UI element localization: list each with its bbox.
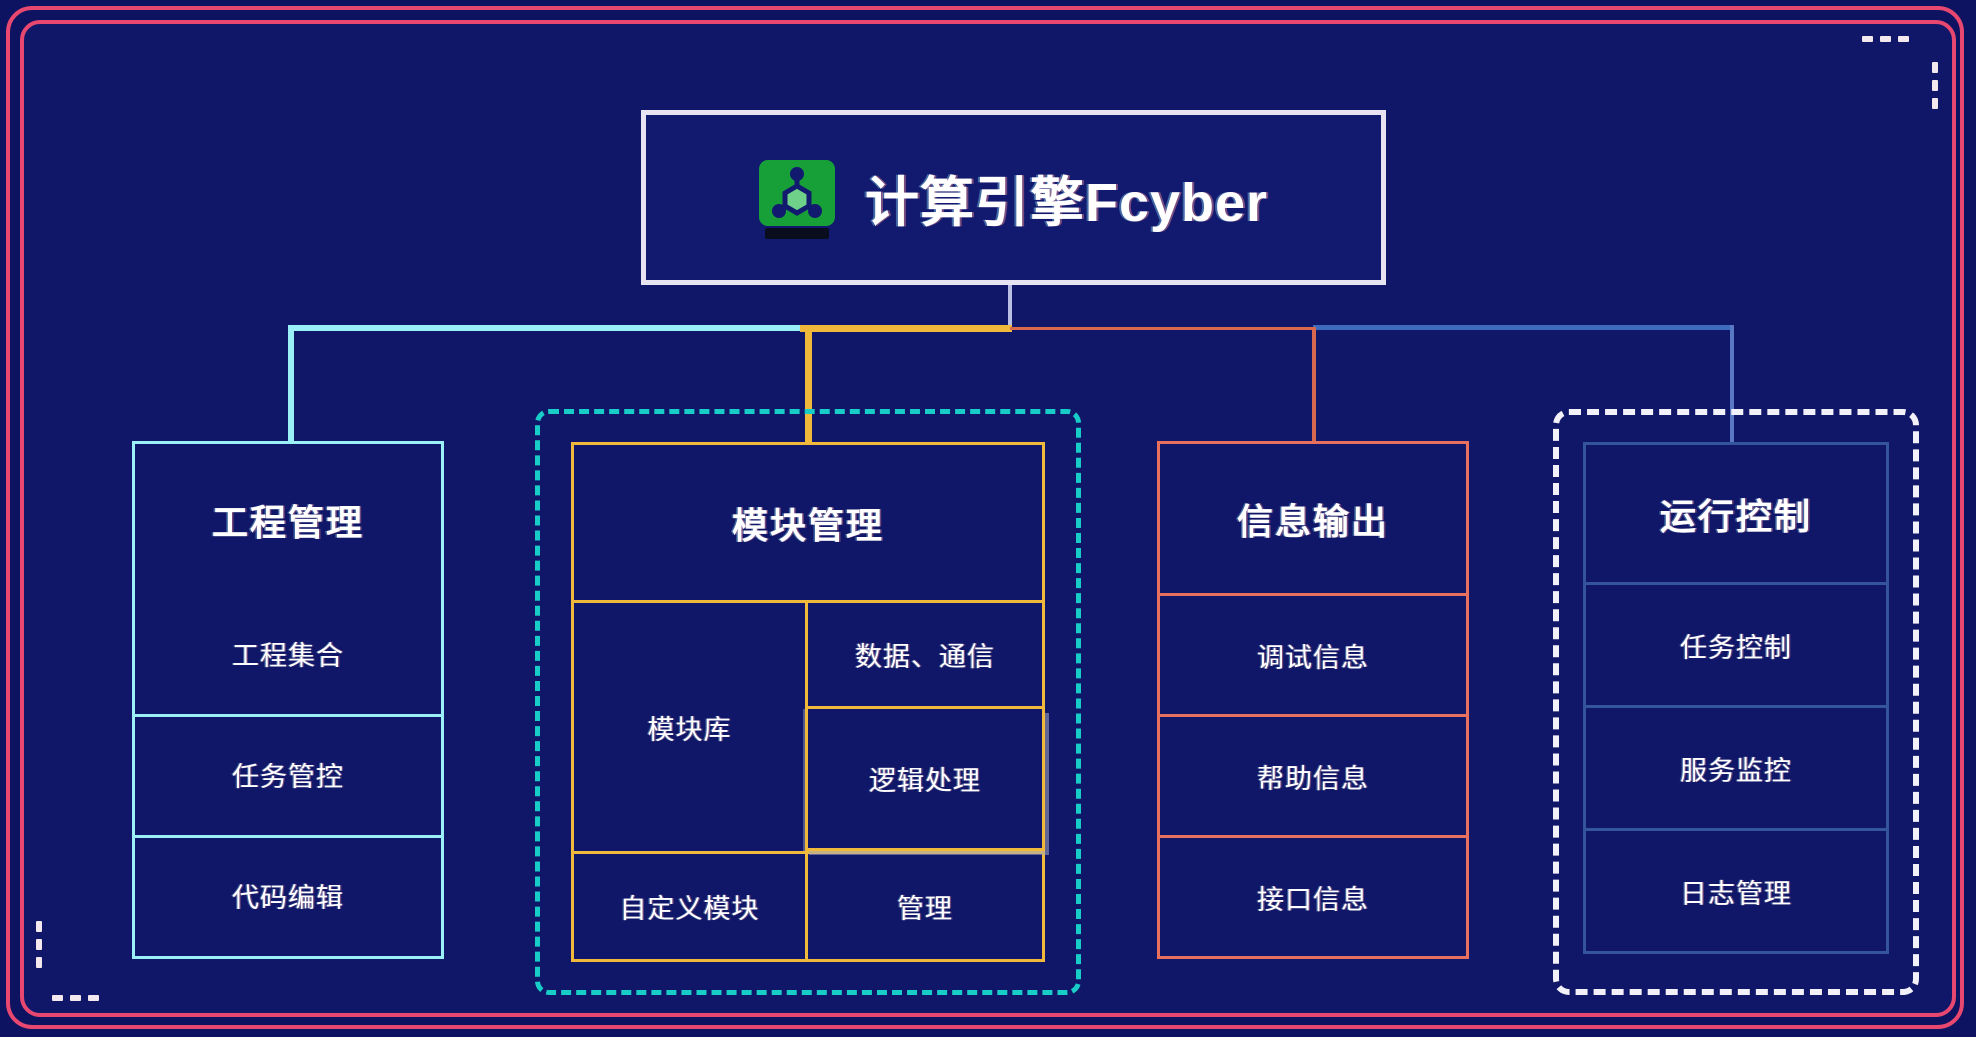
runtime-dashed-outline [1553,409,1919,995]
column-information-output[interactable]: 信息输出 调试信息 帮助信息 接口信息 [1157,441,1469,959]
list-item[interactable]: 日志管理 [1583,828,1889,954]
column-title-output: 信息输出 [1157,441,1469,596]
module-inner-box: 模块管理 模块库 自定义模块 数据、通信 逻辑处理 管理 [571,442,1045,962]
connector-stem [1008,285,1012,328]
system-title-box: 计算引擎Fcyber [641,110,1386,285]
connector-bus-output [1010,327,1315,330]
list-item[interactable]: 接口信息 [1157,835,1469,959]
list-item[interactable]: 任务控制 [1583,582,1889,708]
network-node-icon [758,159,835,239]
connector-bus-runtime [1313,325,1734,330]
connector-drop-runtime [1730,325,1734,442]
module-grid-left: 模块库 自定义模块 [574,603,808,959]
module-cell-grid: 模块库 自定义模块 数据、通信 逻辑处理 管理 [574,603,1045,959]
module-dashed-outline [535,409,1081,995]
list-item[interactable]: 调试信息 [1157,593,1469,717]
decorative-dots-bottom-left-vertical [36,921,42,975]
module-cell-manage[interactable]: 管理 [808,851,1042,959]
module-grid-right: 数据、通信 逻辑处理 管理 [805,603,1045,959]
module-cell-library[interactable]: 模块库 [647,714,732,745]
decorative-dots-top-right-vertical [1932,62,1938,116]
runtime-inner-box: 运行控制 任务控制 服务监控 日志管理 [1583,442,1889,962]
decorative-dots-top-right-horizontal [1862,36,1916,42]
outer-frame-border [6,6,1964,1029]
column-module-management[interactable]: 模块管理 模块库 自定义模块 数据、通信 逻辑处理 管理 [535,409,1081,995]
connector-drop-module [805,325,812,442]
page-title: 计算引擎Fcyber [864,173,1269,233]
column-runtime-control[interactable]: 运行控制 任务控制 服务监控 日志管理 [1553,409,1919,995]
module-cell-data-comm[interactable]: 数据、通信 [808,603,1042,709]
list-item[interactable]: 帮助信息 [1157,714,1469,838]
list-item[interactable]: 服务监控 [1583,705,1889,831]
list-item[interactable]: 任务管控 [132,714,444,838]
module-cell-logic[interactable]: 逻辑处理 [805,709,1045,851]
column-title-module: 模块管理 [574,445,1042,603]
column-project-management[interactable]: 工程管理 工程集合 任务管控 代码编辑 [132,441,444,959]
list-item[interactable]: 代码编辑 [132,835,444,959]
connector-drop-project [288,325,294,442]
connector-bus-project [288,325,804,331]
connector-bus-module [800,325,1012,332]
column-title-runtime: 运行控制 [1583,442,1889,585]
connector-drop-output [1312,327,1316,442]
module-cell-custom[interactable]: 自定义模块 [574,851,805,959]
column-title-project: 工程管理 [132,441,444,596]
decorative-dots-bottom-left-horizontal [52,995,106,1001]
list-item[interactable]: 工程集合 [132,593,444,717]
